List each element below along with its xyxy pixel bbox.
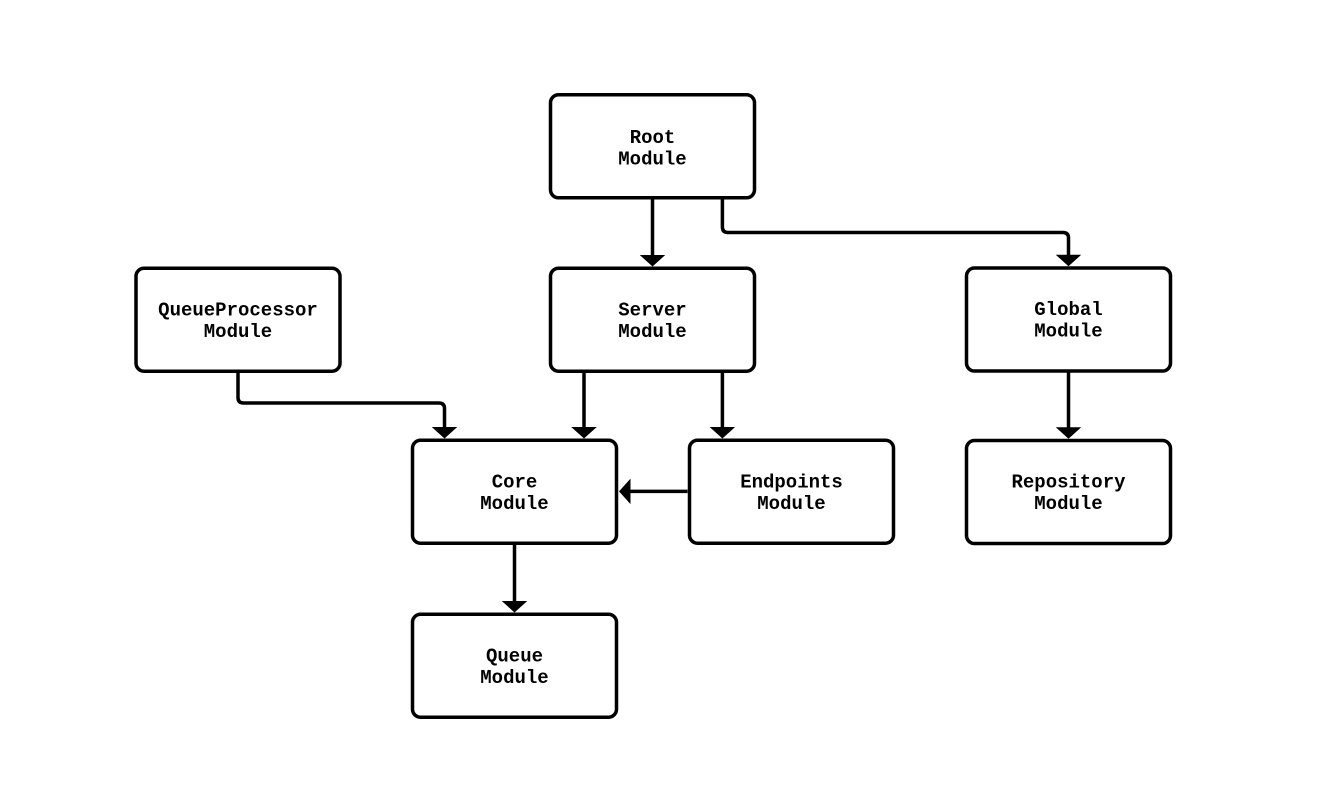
svg-text:Repository: Repository	[1011, 472, 1126, 494]
svg-text:Module: Module	[618, 321, 686, 343]
svg-text:Module: Module	[480, 493, 548, 515]
svg-text:Endpoints: Endpoints	[740, 471, 843, 493]
svg-text:Module: Module	[480, 667, 548, 689]
svg-text:Module: Module	[757, 493, 825, 515]
svg-text:Module: Module	[618, 148, 686, 170]
svg-text:Global: Global	[1034, 299, 1102, 321]
svg-text:QueueProcessor: QueueProcessor	[158, 299, 318, 321]
svg-text:Module: Module	[204, 321, 272, 343]
svg-text:Root: Root	[630, 127, 676, 149]
svg-text:Server: Server	[618, 299, 686, 321]
svg-text:Queue: Queue	[486, 645, 543, 667]
svg-text:Module: Module	[1034, 493, 1102, 515]
svg-text:Module: Module	[1034, 321, 1102, 343]
svg-text:Core: Core	[492, 471, 538, 493]
